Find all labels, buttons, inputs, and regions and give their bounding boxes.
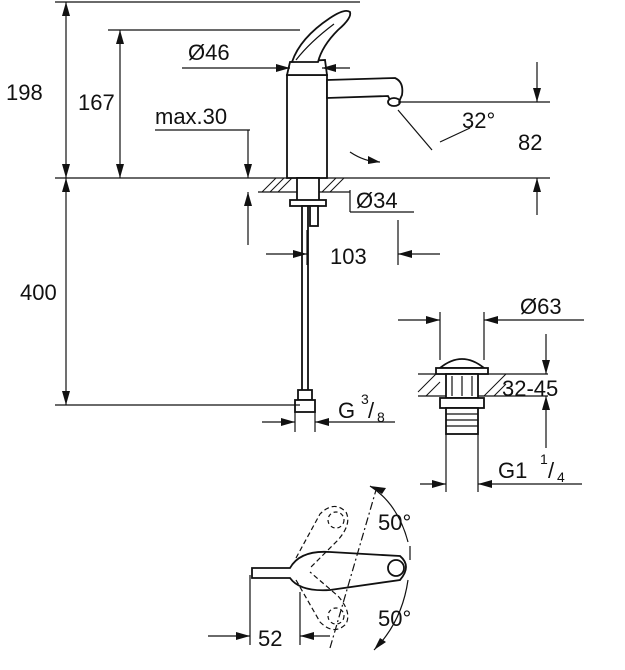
dim-base-diameter: Ø34 <box>349 188 414 213</box>
dim-waste-thread: G1 1 / 4 <box>420 434 582 492</box>
lever-top-view <box>251 489 407 649</box>
label-198: 198 <box>6 80 43 105</box>
spout-outlet-top <box>387 559 405 577</box>
label-g-main: G <box>338 398 355 423</box>
lever-position-down <box>295 571 349 631</box>
waste-drain-view <box>417 358 548 435</box>
label-400: 400 <box>20 280 57 305</box>
lever-position-up <box>295 505 349 569</box>
dim-lever-diameter: Ø46 <box>182 40 350 72</box>
dim-hose-thread: G 3 / 8 <box>262 391 395 432</box>
label-103: 103 <box>330 244 367 269</box>
lever-highlight <box>295 23 335 61</box>
dim-lever-offset: 52 <box>208 575 330 651</box>
dim-spout-angle: 32° <box>349 108 495 164</box>
dim-total-height: 198 <box>6 1 360 178</box>
fraction-slash: / <box>368 398 375 423</box>
waste-cap <box>437 358 487 369</box>
fraction-slash-2: / <box>548 458 555 483</box>
label-d63: Ø63 <box>520 294 562 319</box>
label-50-up: 50° <box>378 510 411 535</box>
label-167: 167 <box>78 90 115 115</box>
label-52: 52 <box>258 626 282 651</box>
dim-lever-angle-up: 50° <box>369 485 411 560</box>
label-g-den: 8 <box>377 409 385 425</box>
label-g1-main: G1 <box>498 458 527 483</box>
label-d34: Ø34 <box>356 188 398 213</box>
label-82: 82 <box>518 130 542 155</box>
faucet-base-top <box>251 550 407 592</box>
faucet-body <box>286 74 328 179</box>
dim-lever-angle-down: 50° <box>373 579 411 651</box>
label-g1-den: 4 <box>557 469 565 485</box>
stud-bolt <box>309 205 319 227</box>
label-max30: max.30 <box>155 104 227 129</box>
dim-waste-diameter: Ø63 <box>398 294 584 360</box>
lever-handle <box>290 9 352 63</box>
label-g-num: 3 <box>361 391 369 407</box>
faucet-side-view <box>55 9 550 413</box>
dim-max-thickness: max.30 <box>155 104 252 245</box>
dim-hose-length: 400 <box>20 178 300 406</box>
waste-nut <box>439 397 485 409</box>
hose-ferrule <box>297 389 313 401</box>
dim-spout-height: 167 <box>78 29 300 178</box>
dim-waste-range: 32-45 <box>502 334 558 448</box>
label-g1-num: 1 <box>540 451 548 467</box>
waste-thread <box>445 407 479 435</box>
label-32deg: 32° <box>462 108 495 133</box>
dim-spout-reach: 103 <box>266 220 440 269</box>
label-50-down: 50° <box>378 606 411 631</box>
dim-spout-clearance: 82 <box>398 62 550 215</box>
hose-nut <box>294 399 316 413</box>
label-32-45: 32-45 <box>502 376 558 401</box>
lever-cap <box>285 59 329 76</box>
label-d46: Ø46 <box>188 40 230 65</box>
